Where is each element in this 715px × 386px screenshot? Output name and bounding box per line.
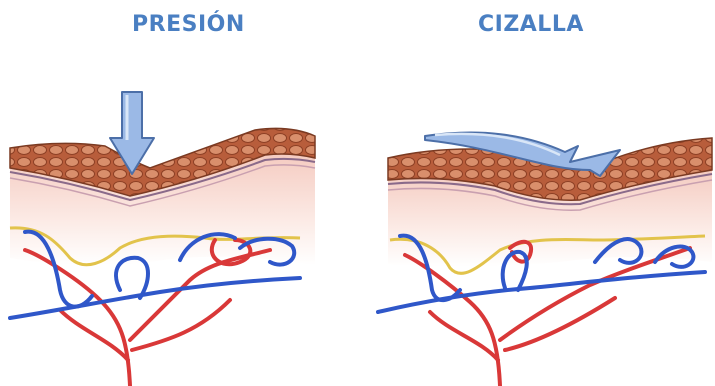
pressure-panel xyxy=(10,92,315,386)
shear-panel xyxy=(378,133,712,386)
